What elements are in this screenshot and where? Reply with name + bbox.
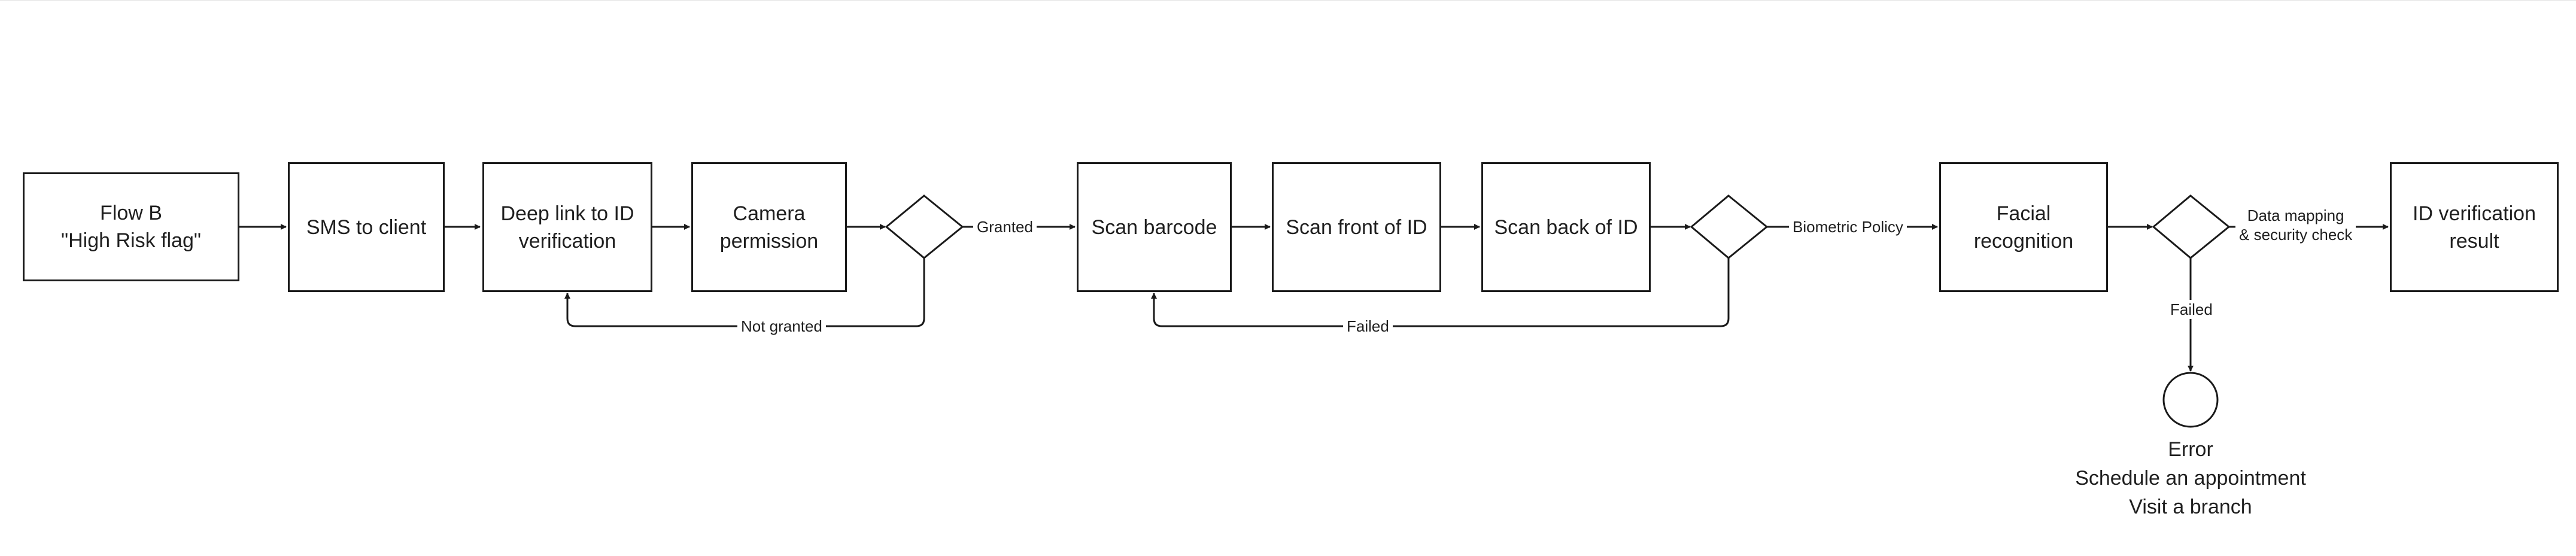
decision-camera-granted bbox=[885, 195, 964, 259]
node-camera-label: Camera permission bbox=[719, 202, 819, 253]
node-scan-front-label: Scan front of ID bbox=[1286, 215, 1427, 239]
node-camera-permission[interactable]: Camera permission bbox=[691, 162, 847, 292]
end-error-schedule: Schedule an appointment bbox=[2075, 467, 2306, 490]
node-deep-link[interactable]: Deep link to ID verification bbox=[482, 162, 652, 292]
node-flow-b[interactable]: Flow B "High Risk flag" bbox=[23, 172, 239, 281]
node-scan-front[interactable]: Scan front of ID bbox=[1272, 162, 1441, 292]
node-facial-recognition[interactable]: Facial recognition bbox=[1939, 162, 2108, 292]
end-error-circle bbox=[2162, 372, 2219, 428]
canvas-top-border bbox=[0, 0, 2576, 1]
edge-label-failed-facial: Failed bbox=[2167, 300, 2216, 319]
edge-label-not-granted: Not granted bbox=[737, 317, 826, 336]
node-deep-link-label: Deep link to ID verification bbox=[500, 202, 634, 253]
node-flow-b-label: Flow B "High Risk flag" bbox=[61, 202, 201, 252]
node-scan-back-label: Scan back of ID bbox=[1494, 215, 1638, 239]
node-scan-barcode[interactable]: Scan barcode bbox=[1077, 162, 1232, 292]
end-error-title: Error bbox=[2168, 438, 2213, 461]
edge-label-granted: Granted bbox=[973, 217, 1037, 236]
edge-failed-scan-loop bbox=[1151, 258, 1730, 327]
decision-facial-result bbox=[2152, 195, 2231, 259]
node-facial-label: Facial recognition bbox=[1973, 202, 2074, 253]
node-scan-barcode-label: Scan barcode bbox=[1091, 215, 1217, 239]
edge-label-biometric-policy: Biometric Policy bbox=[1789, 217, 1907, 236]
decision-scan-result bbox=[1690, 195, 1769, 259]
node-result-label: ID verification result bbox=[2413, 202, 2536, 253]
node-sms-to-client[interactable]: SMS to client bbox=[288, 162, 445, 292]
edge-label-failed-scan: Failed bbox=[1343, 317, 1393, 336]
end-error-branch: Visit a branch bbox=[2129, 496, 2252, 518]
edge-label-data-mapping: Data mapping & security check bbox=[2235, 206, 2356, 244]
node-id-verification-result[interactable]: ID verification result bbox=[2390, 162, 2559, 292]
node-sms-label: SMS to client bbox=[306, 215, 427, 239]
node-scan-back[interactable]: Scan back of ID bbox=[1481, 162, 1651, 292]
